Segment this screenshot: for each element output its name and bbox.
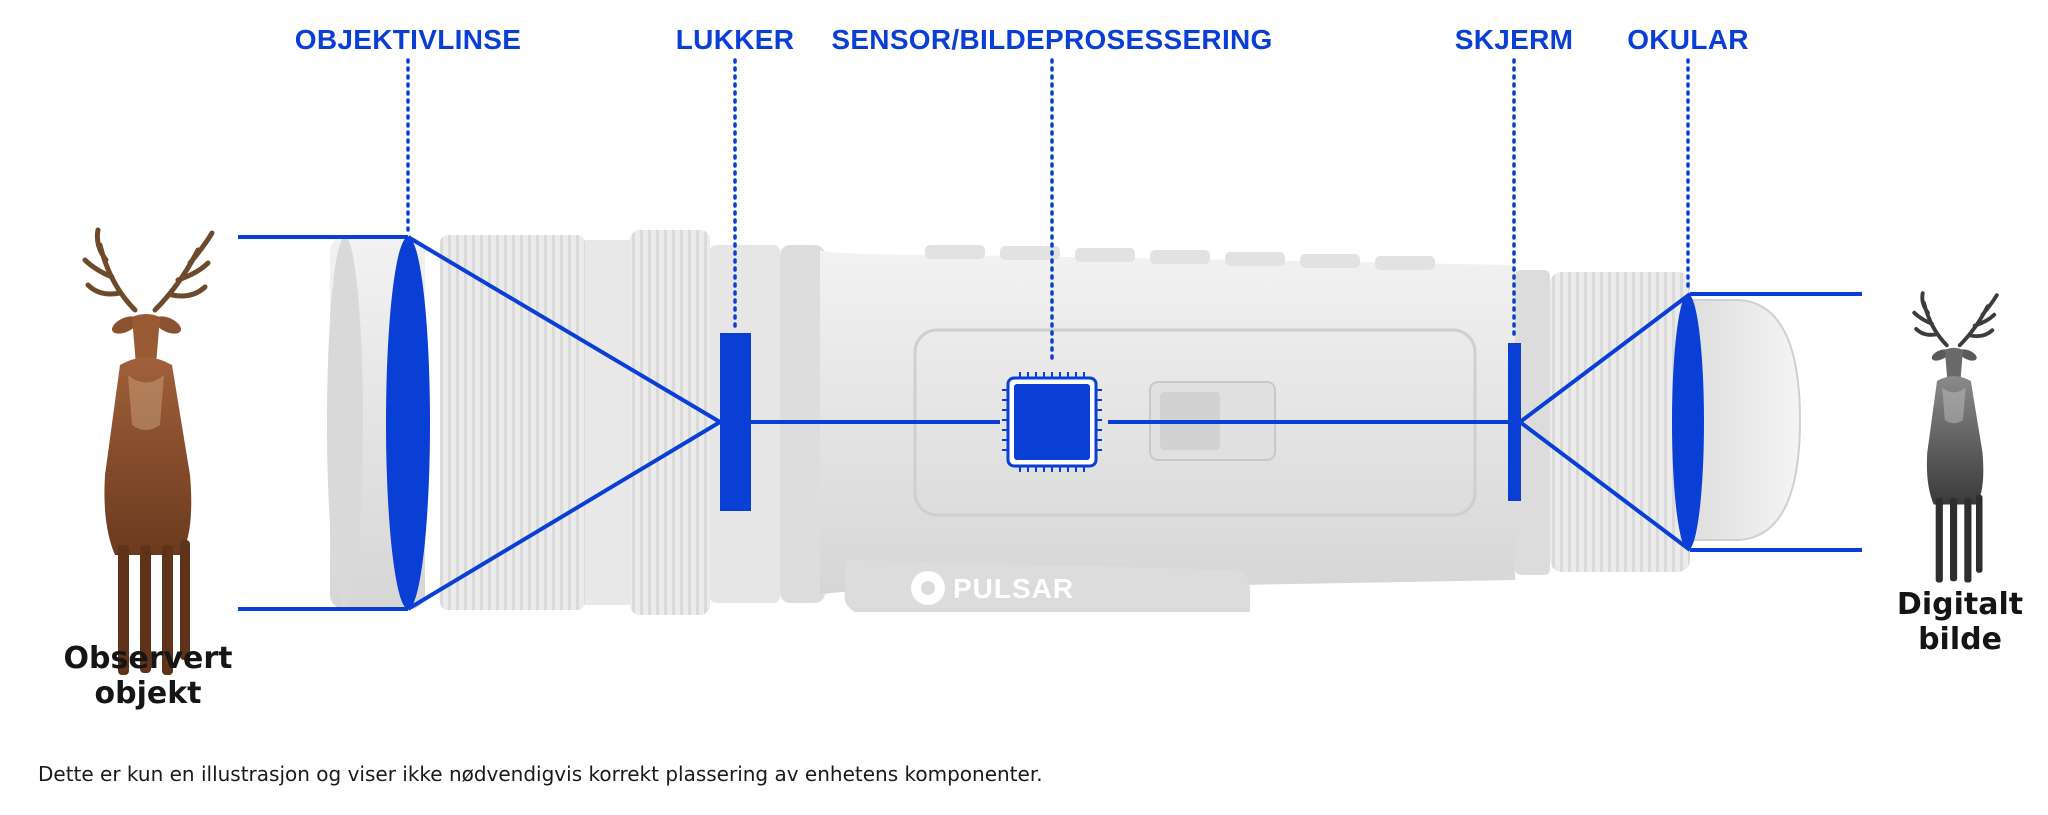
label-display: SKJERM [1455, 24, 1574, 55]
objective-rim [327, 237, 363, 609]
disclaimer: Dette er kun en illustrasjon og viser ik… [38, 762, 1043, 786]
caption-observed-line2: objekt [94, 676, 201, 711]
caption-digital-line2: bilde [1918, 622, 2002, 657]
optical-paths [238, 235, 1862, 611]
ray-converge-bottom [406, 420, 722, 611]
zoom-ring [630, 230, 710, 615]
ray-converge-top [406, 235, 722, 424]
label-sensor: SENSOR/BILDEPROSESSERING [831, 24, 1272, 55]
brand-label: PULSAR [953, 573, 1074, 604]
label-eyepiece: OKULAR [1627, 24, 1749, 55]
deer-grayscale-icon [1912, 291, 1999, 583]
brand-logo: PULSAR [911, 571, 1074, 605]
focus-ring [440, 235, 585, 610]
eyepiece-ring [1550, 272, 1690, 572]
ray-diverge-top [1518, 292, 1692, 424]
label-shutter: LUKKER [676, 24, 794, 55]
eyepiece-lens [1672, 294, 1704, 550]
objective-lens [386, 237, 430, 609]
caption-observed-line1: Observert [63, 641, 232, 676]
label-objective-lens: OBJEKTIVLINSE [295, 24, 521, 55]
caption-digital-line1: Digitalt [1897, 587, 2023, 622]
shutter [720, 333, 751, 511]
deer-color-icon [82, 227, 215, 675]
ray-diverge-bottom [1518, 420, 1692, 552]
eyecup [1689, 299, 1802, 541]
display-screen [1508, 343, 1521, 501]
bottom-grip [844, 560, 1250, 612]
sensor-chip-icon [1002, 372, 1102, 472]
